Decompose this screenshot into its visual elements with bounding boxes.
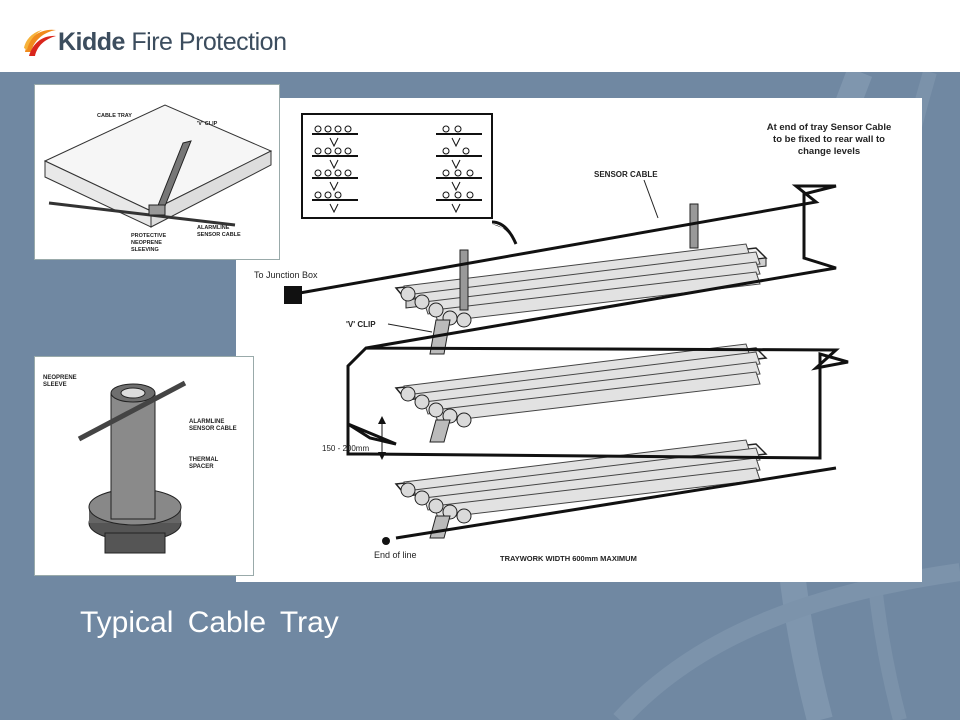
sensor-cable-path (293, 184, 849, 460)
neoprene-label: PROTECTIVE NEOPRENE SLEEVING (131, 233, 166, 254)
end-of-tray-note: At end of tray Sensor Cable to be fixed … (744, 122, 914, 158)
neoprene-line: PROTECTIVE (131, 233, 167, 239)
alarmline-line: ALARMLINE (197, 225, 230, 231)
note-line: change levels (797, 146, 861, 157)
header-bar: Kidde Fire Protection (0, 0, 960, 72)
junction-box-label: To Junction Box (254, 270, 318, 280)
neoprene-line: SLEEVING (131, 247, 159, 253)
v-clip-label: 'V' CLIP (346, 320, 376, 329)
tray-clip-illustration (43, 104, 273, 228)
junction-box-icon (284, 286, 302, 304)
alarmline-line: SENSOR CABLE (197, 232, 241, 238)
v-clip-label: 'V' CLIP (197, 121, 218, 127)
inset-spacer: NEOPRENE SLEEVE ALARMLINE SENSOR CABLE T… (34, 356, 254, 576)
sensor-cable-label: SENSOR CABLE (594, 170, 658, 179)
logo-suffix: Fire Protection (131, 28, 287, 56)
alarmline-line: SENSOR CABLE (189, 426, 237, 432)
thermal-spacer-illustration (77, 380, 187, 554)
end-of-line-label: End of line (374, 550, 417, 560)
note-line: to be fixed to rear wall to (773, 134, 885, 145)
end-of-line-marker (382, 537, 390, 545)
tray-top (394, 203, 768, 355)
tray-middle (394, 343, 768, 443)
slide-title: Typical Cable Tray (80, 606, 339, 639)
neoprene-line: NEOPRENE (131, 240, 162, 246)
thermal-spacer-label: THERMAL SPACER (189, 457, 218, 471)
main-diagram: At end of tray Sensor Cable to be fixed … (236, 98, 922, 582)
logo-name: Kidde (58, 28, 125, 56)
neoprene-line: NEOPRENE (43, 375, 77, 381)
thermal-line: THERMAL (189, 457, 219, 463)
thermal-line: SPACER (189, 464, 214, 470)
alarmline-label: ALARMLINE SENSOR CABLE (189, 419, 237, 433)
alarmline-line: ALARMLINE (189, 419, 225, 425)
flame-logo-icon (24, 29, 56, 56)
spacing-label: 150 - 200mm (322, 444, 370, 453)
alarmline-label: ALARMLINE SENSOR CABLE (197, 225, 241, 239)
neoprene-line: SLEEVE (43, 382, 67, 388)
note-line: At end of tray Sensor Cable (766, 122, 892, 133)
kidde-logo[interactable] (22, 22, 282, 62)
inset-tray-clip: CABLE TRAY 'V' CLIP PROTECTIVE NEOPRENE … (34, 84, 280, 260)
neoprene-sleeve-label: NEOPRENE SLEEVE (43, 375, 77, 389)
cable-tray-label: CABLE TRAY (97, 113, 132, 119)
logo-text: Kidde Fire Protection (58, 28, 287, 57)
cable-tray-illustration (284, 113, 849, 545)
traywork-width-label: TRAYWORK WIDTH 600mm MAXIMUM (500, 554, 637, 563)
